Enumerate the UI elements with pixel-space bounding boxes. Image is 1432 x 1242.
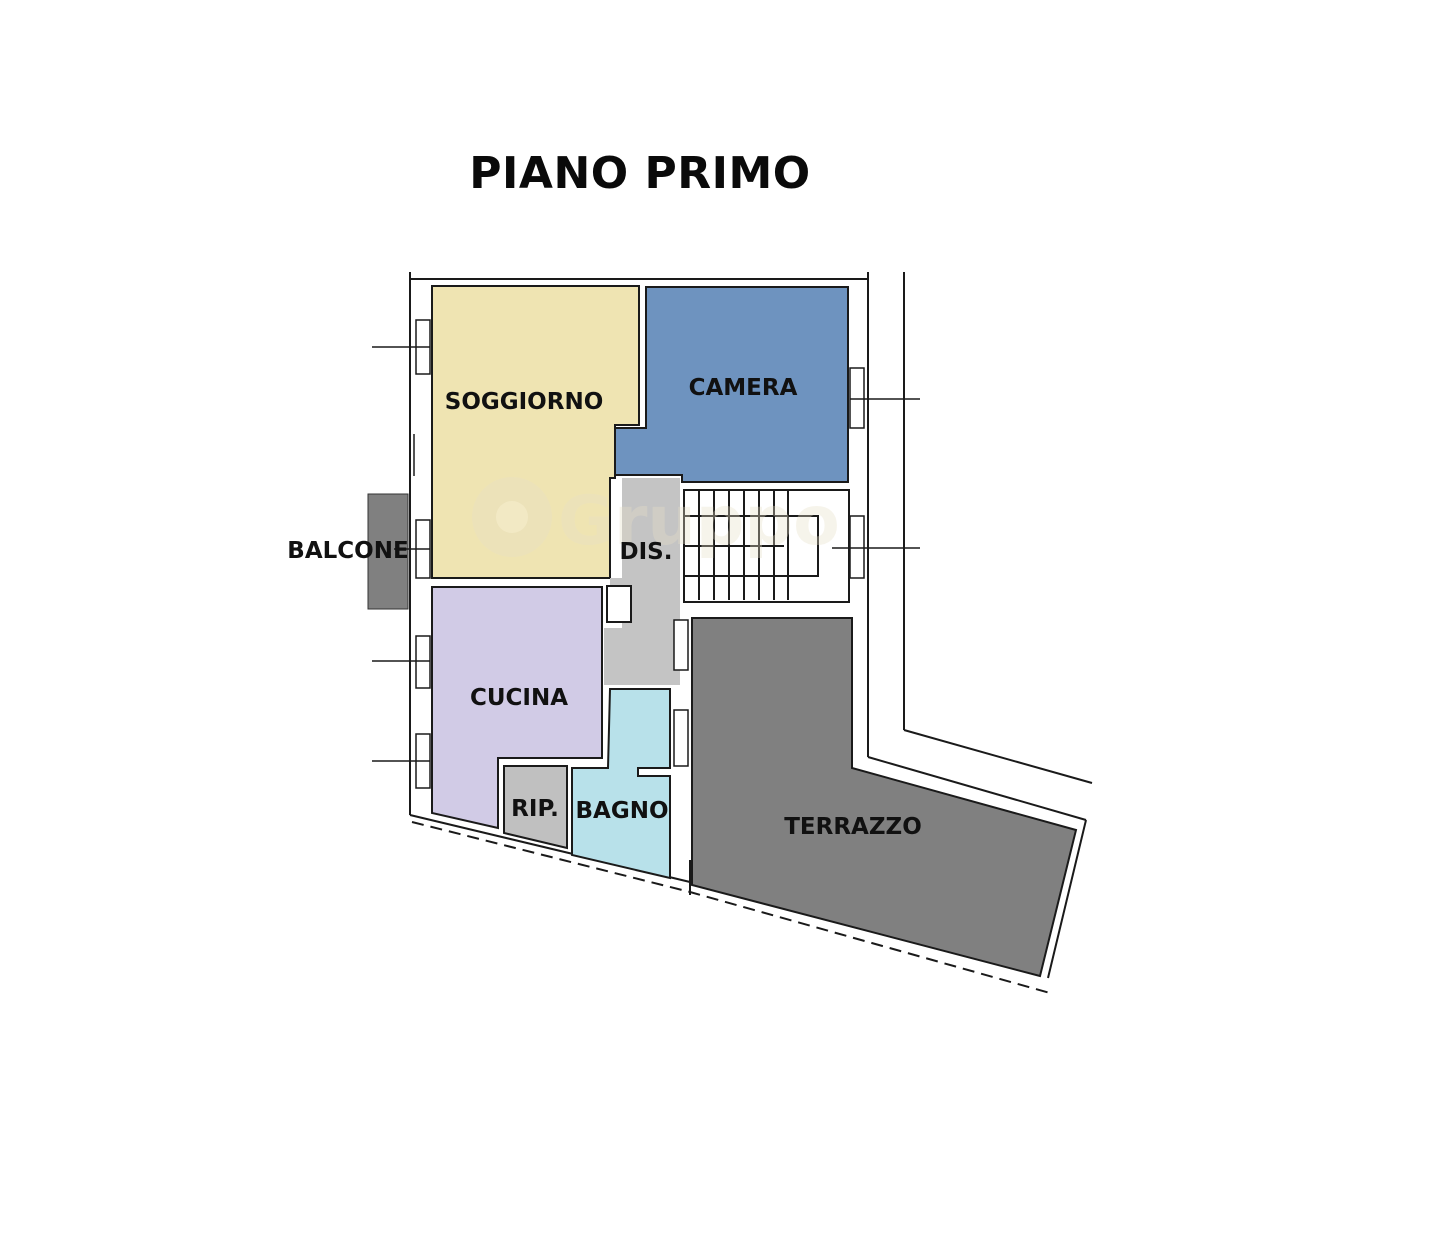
floor-title: PIANO PRIMO	[469, 148, 811, 199]
label-soggiorno: SOGGIORNO	[444, 389, 604, 415]
label-balcone: BALCONE	[287, 538, 409, 564]
room-terrazzo	[691, 617, 1078, 978]
staircase	[683, 489, 850, 603]
room-rip	[503, 765, 568, 850]
room-dis	[604, 478, 680, 685]
property-boundary	[411, 821, 1051, 994]
windows-left	[372, 319, 431, 789]
shaft	[606, 585, 632, 623]
room-cucina	[431, 586, 603, 830]
windows-right	[673, 367, 920, 767]
label-terrazzo: TERRAZZO	[784, 814, 922, 840]
room-balcone	[367, 493, 409, 610]
label-dis: DIS.	[619, 539, 673, 565]
label-bagno: BAGNO	[575, 798, 669, 824]
label-rip: RIP.	[511, 796, 559, 822]
outer-walls	[409, 272, 1093, 979]
room-bagno	[571, 688, 671, 880]
label-camera: CAMERA	[688, 375, 798, 401]
label-cucina: CUCINA	[469, 685, 569, 711]
room-soggiorno	[431, 285, 640, 579]
room-camera	[614, 286, 849, 483]
